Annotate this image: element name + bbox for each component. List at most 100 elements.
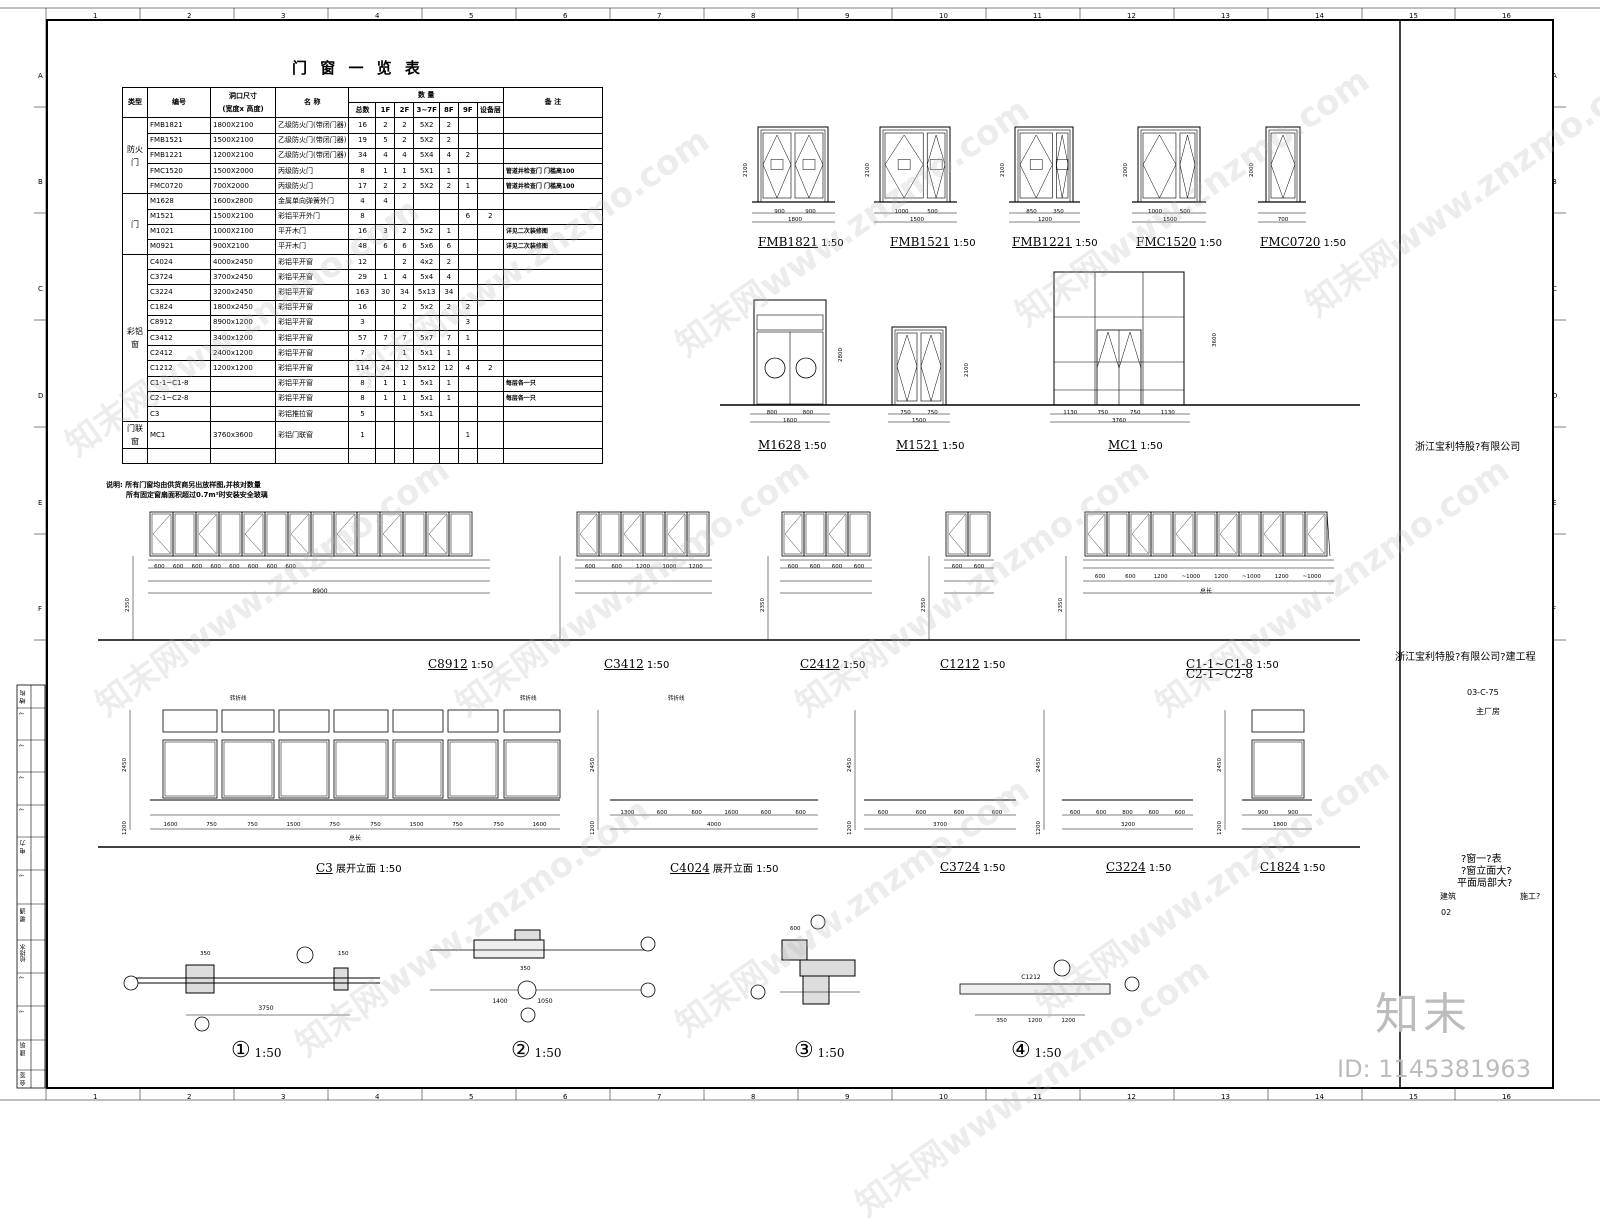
tb-drawing-2: ?窗立面大? — [1461, 866, 1512, 877]
grid-col-label: 2 — [187, 12, 192, 20]
dim-text: 600 — [878, 810, 889, 816]
table-cell — [476, 132, 504, 149]
elevation-label: FMB1821 1:50 — [758, 235, 844, 249]
grid-col-label: 7 — [657, 1093, 662, 1101]
elevation-code: C1-1~C1-8 — [1186, 657, 1254, 671]
rect — [1194, 511, 1218, 557]
axis-bubble — [123, 975, 139, 991]
rect — [197, 513, 218, 555]
table-cell: 金属单向弹簧外门 — [274, 193, 350, 210]
grid-col-label: 2 — [187, 1093, 192, 1101]
table-cell: 4 — [438, 147, 459, 164]
dim-text: 1200 — [1038, 217, 1052, 223]
dim-text: 750 — [329, 822, 340, 828]
rect — [827, 513, 847, 555]
dim-text: 总长 — [1200, 587, 1212, 595]
rect — [312, 513, 333, 555]
rect — [849, 513, 869, 555]
dim-text: 4000 — [707, 822, 721, 828]
line — [1118, 331, 1131, 369]
axis-bubble — [810, 914, 826, 930]
sign-strip-label: ? — [19, 808, 26, 812]
th-size-sub: (宽度x 高度) — [222, 104, 264, 113]
elevation-label: M1628 1:50 — [758, 438, 826, 452]
dim-text: 350 — [996, 1018, 1007, 1024]
dim-text: 1600 — [533, 822, 547, 828]
rect — [333, 967, 349, 991]
table-cell — [476, 117, 504, 134]
grid-col-label: 14 — [1315, 1093, 1324, 1101]
elevation-code: MC1 — [1108, 438, 1138, 452]
dim-text: 750 — [206, 822, 217, 828]
line — [794, 134, 810, 165]
line — [1056, 134, 1063, 165]
tb-number: 03-C-75 — [1467, 688, 1499, 697]
table-cell — [457, 448, 478, 465]
table-cell — [438, 208, 459, 225]
dim-text: 350 — [1053, 209, 1064, 215]
line — [623, 514, 641, 535]
rect — [847, 511, 871, 557]
line — [336, 533, 355, 554]
grid-row-label: E — [38, 499, 43, 507]
detail-number: ② — [511, 1038, 531, 1063]
line — [935, 164, 946, 199]
table-row-empty — [122, 448, 603, 465]
rect — [897, 159, 911, 170]
line — [623, 533, 641, 554]
table-cell: 5X2 — [413, 117, 440, 134]
table-cell: 1 — [438, 223, 459, 240]
tb-drawing-1: ?窗一?表 — [1461, 854, 1502, 865]
line — [935, 134, 946, 165]
rect — [221, 739, 275, 799]
rect — [333, 739, 389, 799]
elevation-code: FMC1520 — [1136, 235, 1197, 249]
table-cell: C1824 — [147, 299, 211, 316]
table-cell: 5X2 — [413, 178, 440, 195]
table-cell — [502, 132, 603, 149]
rect — [1017, 129, 1071, 203]
table-cell — [476, 405, 504, 423]
table-cell — [122, 448, 148, 465]
grid-col-label: 5 — [469, 1093, 474, 1101]
group-label: 彩铝窗 — [122, 254, 148, 423]
dim-text: 750 — [370, 822, 381, 828]
table-cell: 乙级防火门(带闭门器) — [274, 147, 350, 164]
grid-col-label: 16 — [1502, 12, 1511, 20]
dim-text: C1212 — [1021, 974, 1041, 981]
th-remark: 备 注 — [502, 86, 603, 119]
rect — [1128, 511, 1152, 557]
table-cell — [457, 375, 478, 392]
table-cell: 1 — [457, 178, 478, 195]
rect — [967, 511, 991, 557]
table-cell — [476, 390, 504, 407]
rect — [174, 513, 195, 555]
dim-text: 1600 — [164, 822, 178, 828]
table-cell: 34 — [394, 284, 415, 301]
dim-text: 600 — [974, 564, 985, 570]
table-cell: M0921 — [147, 238, 211, 256]
rect — [1240, 513, 1260, 555]
line — [903, 164, 924, 199]
table-cell: M1521 — [147, 208, 211, 225]
tb-building: 主厂房 — [1476, 707, 1500, 716]
detail-scale: 1:50 — [1030, 1046, 1062, 1060]
detail-scale: 1:50 — [530, 1046, 562, 1060]
dim-text: 1200 — [1214, 574, 1228, 580]
axis-bubble — [1053, 959, 1071, 977]
rect — [686, 511, 710, 557]
elevation-label: C3224 1:50 — [1106, 860, 1171, 874]
dim-text: ~1000 — [1303, 574, 1322, 580]
elevation-scale: 1:50 — [938, 441, 965, 452]
line — [1142, 134, 1160, 165]
rect — [162, 739, 218, 799]
dim-text: 3750 — [258, 1005, 273, 1012]
line — [1175, 533, 1193, 554]
table-cell — [457, 238, 478, 256]
